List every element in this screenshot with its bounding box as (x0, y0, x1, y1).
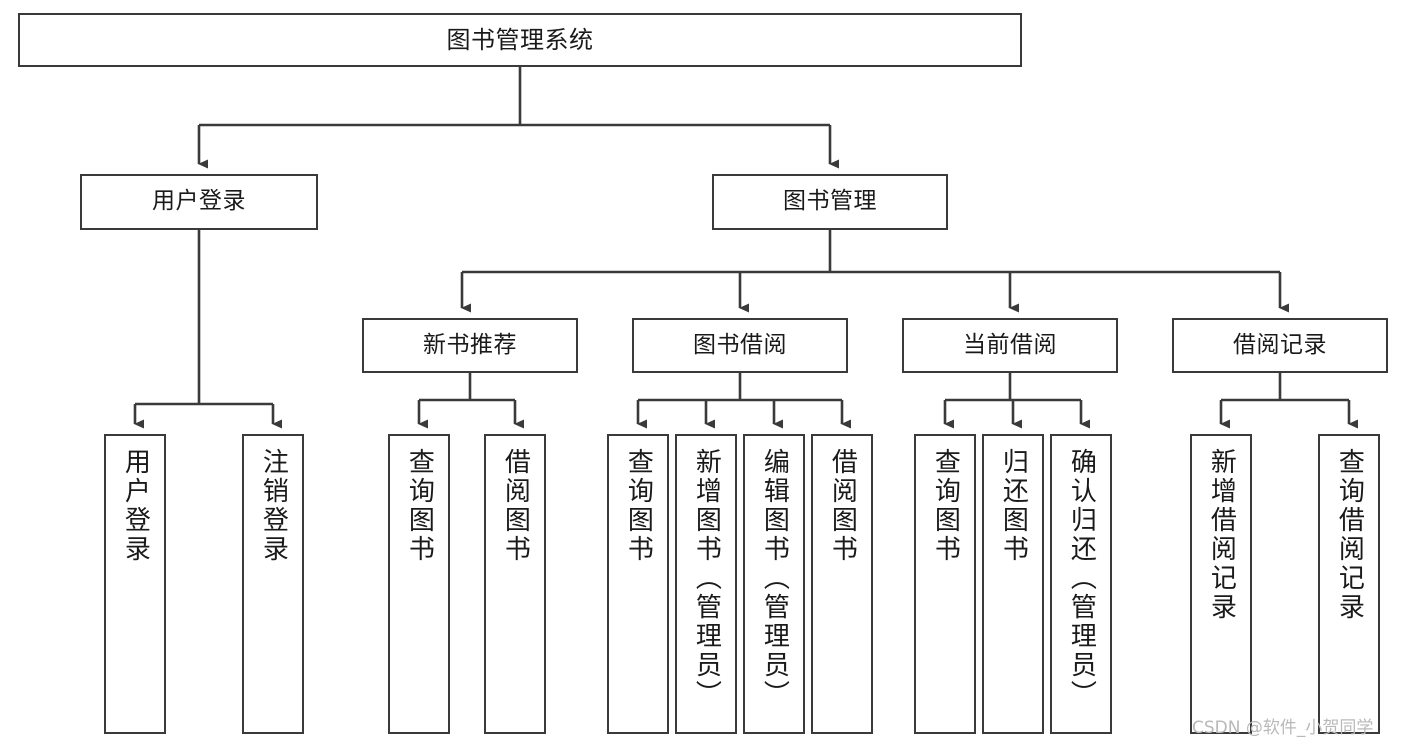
node-leaf-query-borrow-record[interactable]: 查询借阅记录 (1318, 434, 1380, 734)
node-leaf-query-book-current[interactable]: 查询图书 (914, 434, 976, 734)
node-leaf-user-login[interactable]: 用户登录 (104, 434, 166, 734)
node-leaf-query-book-borrow[interactable]: 查询图书 (607, 434, 669, 734)
node-leaf-query-book-recommend[interactable]: 查询图书 (388, 434, 450, 734)
node-book-borrow-label: 图书借阅 (693, 331, 787, 358)
node-leaf-logout-label: 注销登录 (258, 448, 289, 564)
node-leaf-edit-book[interactable]: 编辑图书（管理员） (743, 434, 805, 734)
node-borrow-record-label: 借阅记录 (1233, 331, 1327, 358)
node-user-login-label: 用户登录 (152, 188, 246, 215)
node-current-borrow-label: 当前借阅 (963, 331, 1057, 358)
node-leaf-query-book-borrow-label: 查询图书 (623, 448, 654, 564)
csdn-watermark: CSDN @软件_小贺同学 (1192, 718, 1374, 738)
node-leaf-borrow-book-recommend[interactable]: 借阅图书 (484, 434, 546, 734)
node-book-borrow[interactable]: 图书借阅 (632, 318, 848, 373)
node-leaf-borrow-book-label: 借阅图书 (827, 448, 858, 564)
node-book-manage[interactable]: 图书管理 (712, 174, 948, 230)
node-leaf-user-login-label: 用户登录 (120, 448, 151, 564)
node-leaf-query-book-recommend-label: 查询图书 (404, 448, 435, 564)
node-leaf-confirm-return[interactable]: 确认归还（管理员） (1050, 434, 1112, 734)
node-leaf-add-borrow-record[interactable]: 新增借阅记录 (1190, 434, 1252, 734)
node-leaf-edit-book-label: 编辑图书（管理员） (759, 448, 790, 709)
node-user-login[interactable]: 用户登录 (80, 174, 318, 230)
node-root[interactable]: 图书管理系统 (18, 13, 1022, 67)
node-leaf-query-borrow-record-label: 查询借阅记录 (1334, 448, 1365, 622)
node-new-book-recommend[interactable]: 新书推荐 (362, 318, 578, 373)
node-current-borrow[interactable]: 当前借阅 (902, 318, 1118, 373)
node-borrow-record[interactable]: 借阅记录 (1172, 318, 1388, 373)
node-leaf-return-book-label: 归还图书 (998, 448, 1029, 564)
node-leaf-logout[interactable]: 注销登录 (242, 434, 304, 734)
node-leaf-confirm-return-label: 确认归还（管理员） (1066, 448, 1097, 709)
node-leaf-query-book-current-label: 查询图书 (930, 448, 961, 564)
node-leaf-add-book-label: 新增图书（管理员） (691, 448, 722, 709)
node-leaf-borrow-book-recommend-label: 借阅图书 (500, 448, 531, 564)
node-leaf-borrow-book[interactable]: 借阅图书 (811, 434, 873, 734)
node-root-label: 图书管理系统 (446, 25, 594, 54)
node-leaf-add-book[interactable]: 新增图书（管理员） (675, 434, 737, 734)
node-leaf-return-book[interactable]: 归还图书 (982, 434, 1044, 734)
node-new-book-recommend-label: 新书推荐 (423, 331, 517, 358)
node-book-manage-label: 图书管理 (783, 188, 877, 215)
node-leaf-add-borrow-record-label: 新增借阅记录 (1206, 448, 1237, 622)
